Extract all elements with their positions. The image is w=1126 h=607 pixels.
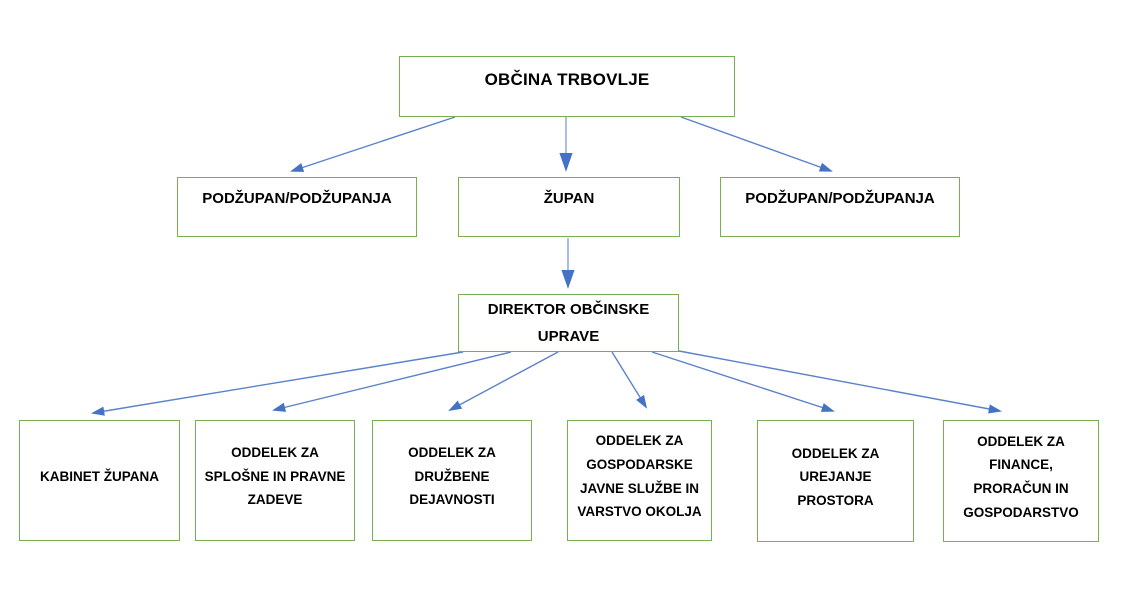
org-node-oddelek-urejanje-prostora: ODDELEK ZA UREJANJE PROSTORA [757,420,914,542]
org-node-label: PODŽUPAN/PODŽUPANJA [745,190,935,207]
org-node-oddelek-finance-proracun-gospodarstvo: ODDELEK ZA FINANCE, PRORAČUN IN GOSPODAR… [943,420,1099,542]
connector-director-to-d6 [678,350,1002,414]
org-node-oddelek-splosne-pravne-zadeve: ODDELEK ZA SPLOŠNE IN PRAVNE ZADEVE [195,420,355,541]
connector-director-to-d5 [651,351,835,412]
org-node-direktor-obcinske-uprave: DIREKTOR OBČINSKE UPRAVE [458,294,679,352]
org-node-kabinet-zupana: KABINET ŽUPANA [19,420,180,541]
org-node-oddelek-druzbene-dejavnosti: ODDELEK ZA DRUŽBENE DEJAVNOSTI [372,420,532,541]
connector-director-to-d4 [611,351,648,409]
org-node-label: DIREKTOR OBČINSKE UPRAVE [487,301,650,345]
connector-root-to-vice-left [290,116,456,172]
org-node-zupan: ŽUPAN [458,177,680,237]
org-node-label: OBČINA TRBOVLJE [484,70,650,89]
org-node-label: ŽUPAN [543,190,595,207]
org-node-podzupan-right: PODŽUPAN/PODŽUPANJA [720,177,960,237]
org-node-label: PODŽUPAN/PODŽUPANJA [202,190,392,207]
org-node-label: ODDELEK ZA GOSPODARSKE JAVNE SLUŽBE IN V… [577,433,702,520]
connector-director-to-d1 [91,351,464,416]
org-node-obcina-trbovlje: OBČINA TRBOVLJE [399,56,735,117]
org-node-label: ODDELEK ZA FINANCE, PRORAČUN IN GOSPODAR… [963,433,1079,520]
connector-director-to-d2 [272,351,512,412]
org-node-podzupan-left: PODŽUPAN/PODŽUPANJA [177,177,417,237]
org-node-label: ODDELEK ZA UREJANJE PROSTORA [791,445,880,508]
org-node-oddelek-gospodarske-javne-sluzbe: ODDELEK ZA GOSPODARSKE JAVNE SLUŽBE IN V… [567,420,712,541]
org-node-label: ODDELEK ZA DRUŽBENE DEJAVNOSTI [408,445,496,508]
org-node-label: KABINET ŽUPANA [40,468,159,484]
connector-root-to-vice-right [680,116,833,172]
connector-director-to-d3 [448,351,559,411]
org-node-label: ODDELEK ZA SPLOŠNE IN PRAVNE ZADEVE [204,445,346,508]
